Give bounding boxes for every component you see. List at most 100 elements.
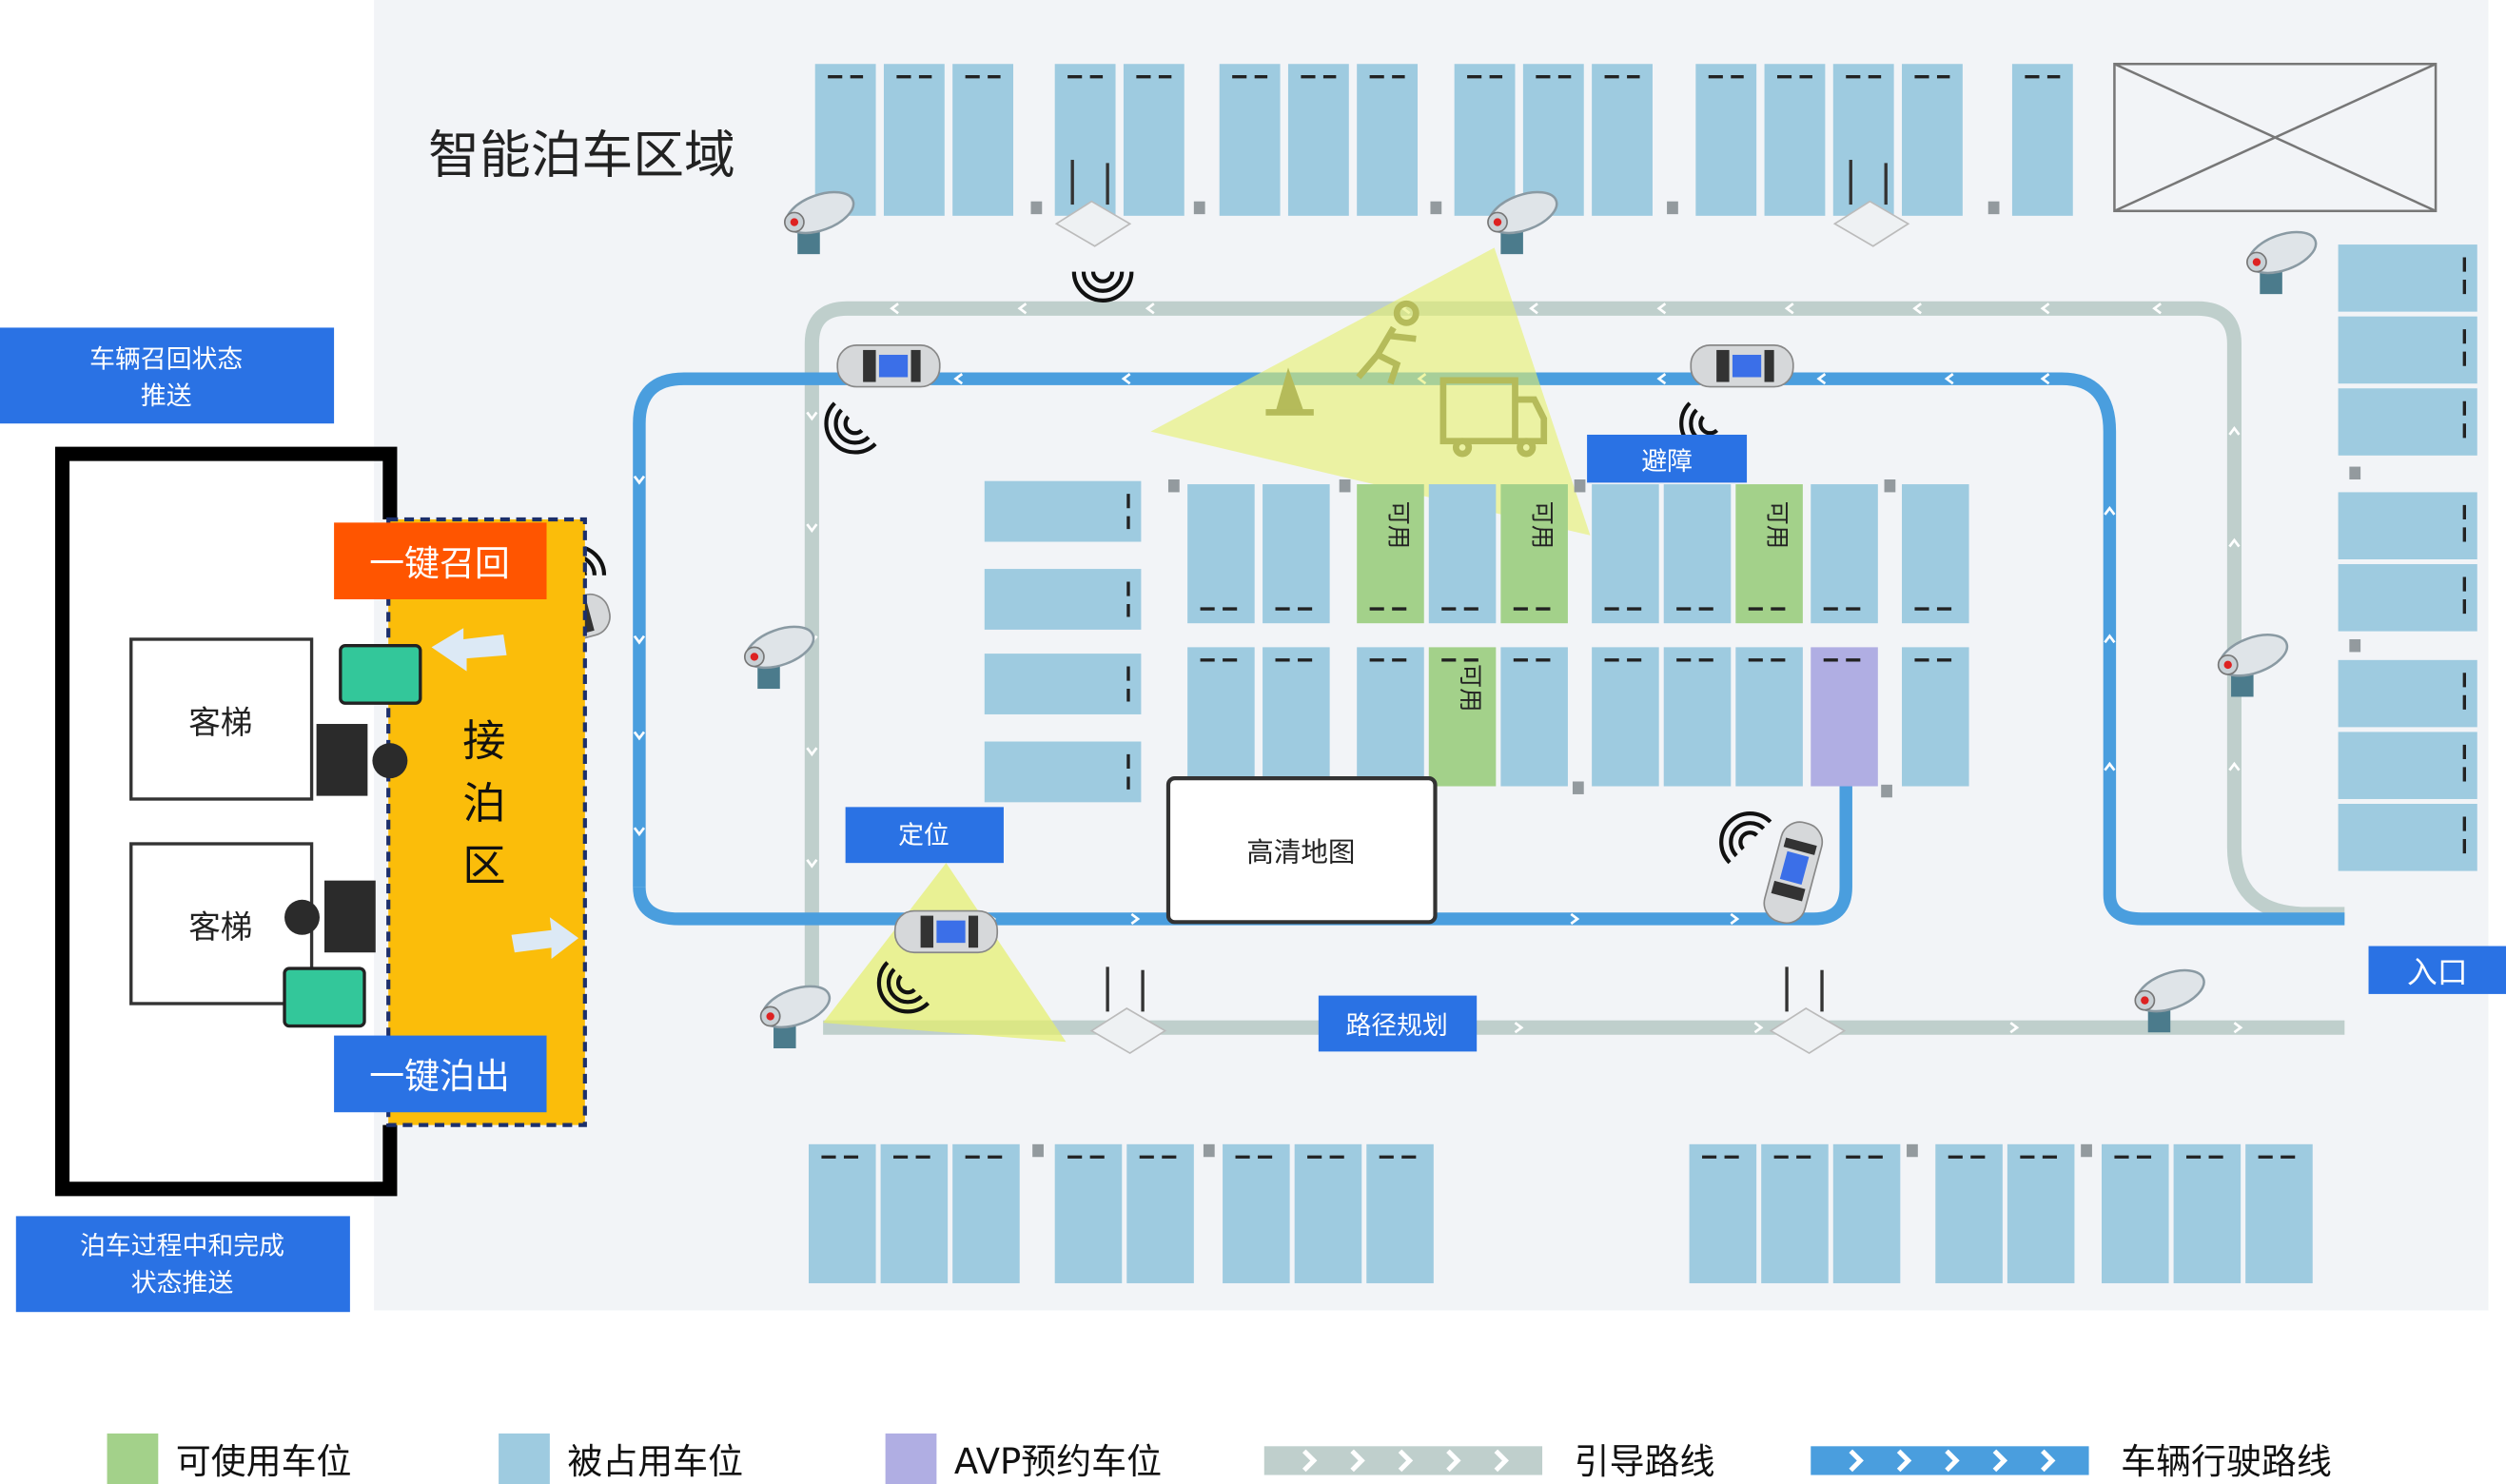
router-icon: [1832, 160, 1910, 247]
parking-spot-occupied: [2007, 1143, 2075, 1283]
chevron-icon: [1784, 303, 1794, 315]
legend-label: 可使用车位: [176, 1441, 352, 1482]
chevron-icon: [1656, 303, 1667, 315]
parking-spot-occupied: [1357, 64, 1419, 216]
parking-spot-occupied: [952, 64, 1014, 216]
chevron-icon: [1130, 912, 1141, 926]
chevron-icon: [1017, 303, 1028, 315]
parking-spot-available: 可用: [1428, 647, 1497, 787]
legend-label: 被占用车位: [567, 1441, 743, 1482]
available-label: 可用: [1384, 501, 1412, 549]
legend-swatch: [499, 1433, 550, 1484]
parking-spot-occupied: [2338, 564, 2477, 632]
legend-item-avp: AVP预约车位: [885, 1433, 1162, 1484]
parking-spot-occupied: [1592, 647, 1659, 787]
wifi-icon: [824, 401, 877, 455]
parking-spot-occupied: [1902, 484, 1969, 624]
chevron-icon: [1849, 1449, 1864, 1473]
wifi-icon: [1719, 811, 1772, 865]
parking-spot-occupied: [984, 741, 1142, 803]
chevron-icon: [2233, 1022, 2243, 1034]
chevron-icon: [1398, 1449, 1414, 1473]
pillar: [1339, 479, 1351, 493]
parking-spot-occupied: [1764, 64, 1826, 216]
pillar: [1572, 781, 1584, 794]
parking-spot-occupied: [2011, 64, 2073, 216]
parking-spot-occupied: [2338, 659, 2477, 728]
parking-spot-occupied: [2338, 492, 2477, 559]
parking-spot-occupied: [1223, 1143, 1290, 1283]
chevron-icon: [2152, 303, 2162, 315]
parking-spot-occupied: [2338, 316, 2477, 384]
wifi-icon: [876, 961, 930, 1014]
chevron-icon: [2228, 537, 2241, 548]
car-icon: [836, 344, 941, 388]
parking-spot-occupied: [1832, 1143, 1901, 1283]
chevron-icon: [806, 858, 818, 869]
parking-spot-occupied: [1126, 1143, 1194, 1283]
parking-spot-occupied: [2245, 1143, 2313, 1283]
parking-spot-occupied: [984, 569, 1142, 630]
parking-spot-occupied: [809, 1143, 876, 1283]
recall-arrow: [431, 628, 507, 672]
parking-spot-occupied: [1123, 64, 1184, 216]
camera-icon: [759, 985, 832, 1049]
parking-spot-occupied: [1454, 64, 1516, 216]
chevron-icon: [2041, 1449, 2056, 1473]
parking-spot-occupied: [2338, 804, 2477, 871]
chevron-icon: [1944, 373, 1954, 385]
parking-spot-occupied: [952, 1143, 1020, 1283]
parking-spot-occupied: [1054, 1143, 1123, 1283]
parking-spot-occupied: [1187, 647, 1255, 787]
parking-status-line2: 状态推送: [131, 1268, 234, 1298]
chevron-icon: [633, 635, 646, 645]
pillar: [1667, 201, 1678, 215]
parking-spot-occupied: [1294, 1143, 1362, 1283]
one-key-park-button[interactable]: [334, 1035, 547, 1113]
legend-label: 引导路线: [1575, 1441, 1715, 1482]
chevron-icon: [953, 373, 964, 385]
phone-icon: [283, 967, 366, 1028]
parking-spot-available: 可用: [1357, 484, 1424, 624]
chevron-icon: [1529, 303, 1538, 315]
legend-item-available: 可使用车位: [107, 1433, 352, 1484]
parking-spot-available: 可用: [1735, 484, 1803, 624]
parking-spot-occupied: [2338, 732, 2477, 799]
parking-spot-occupied: [1263, 484, 1330, 624]
legend-item-guide: 引导路线: [1263, 1441, 1715, 1482]
parking-spot-occupied: [2173, 1143, 2242, 1283]
pillar: [1430, 201, 1442, 215]
legend-swatch: [107, 1433, 159, 1484]
legend-item-drive: 车辆行驶路线: [1811, 1441, 2332, 1482]
pillar: [1987, 201, 2000, 215]
pillar: [1167, 479, 1180, 493]
one-key-recall-button[interactable]: [334, 522, 547, 599]
chevron-icon: [1656, 373, 1667, 385]
parking-status-line1: 泊车过程中和完成: [80, 1232, 284, 1261]
legend-item-occupied: 被占用车位: [499, 1433, 743, 1484]
chevron-icon: [2040, 303, 2050, 315]
hd-map-label: 高清地图: [1246, 835, 1355, 868]
parking-spot-occupied: [1219, 64, 1281, 216]
parking-spot-occupied: [1500, 647, 1568, 787]
path-plan-label: 路径规划: [1345, 1011, 1447, 1041]
pickup-zone: [386, 517, 587, 1127]
car-icon: [1763, 821, 1824, 925]
pedestrian-icon: [1356, 300, 1419, 385]
chevron-icon: [2104, 634, 2116, 644]
elevator-1: [129, 637, 314, 801]
parking-spot-occupied: [1832, 64, 1894, 216]
parking-spot-occupied: [1695, 64, 1757, 216]
pillar: [1193, 201, 1205, 215]
parking-spot-occupied: [1522, 64, 1584, 216]
parking-spot-occupied: [1054, 64, 1116, 216]
pillar-area: [2113, 62, 2437, 213]
parking-spot-occupied: [1935, 1143, 2003, 1283]
elevator-1-label: 客梯: [188, 704, 252, 741]
entrance-label: 入口: [2407, 954, 2468, 990]
parking-spot-occupied: [880, 1143, 949, 1283]
path-plan-tag: [1318, 995, 1478, 1052]
chevron-icon: [1730, 912, 1740, 926]
parking-spot-occupied: [1689, 1143, 1757, 1283]
parking-spot-occupied: [1366, 1143, 1434, 1283]
